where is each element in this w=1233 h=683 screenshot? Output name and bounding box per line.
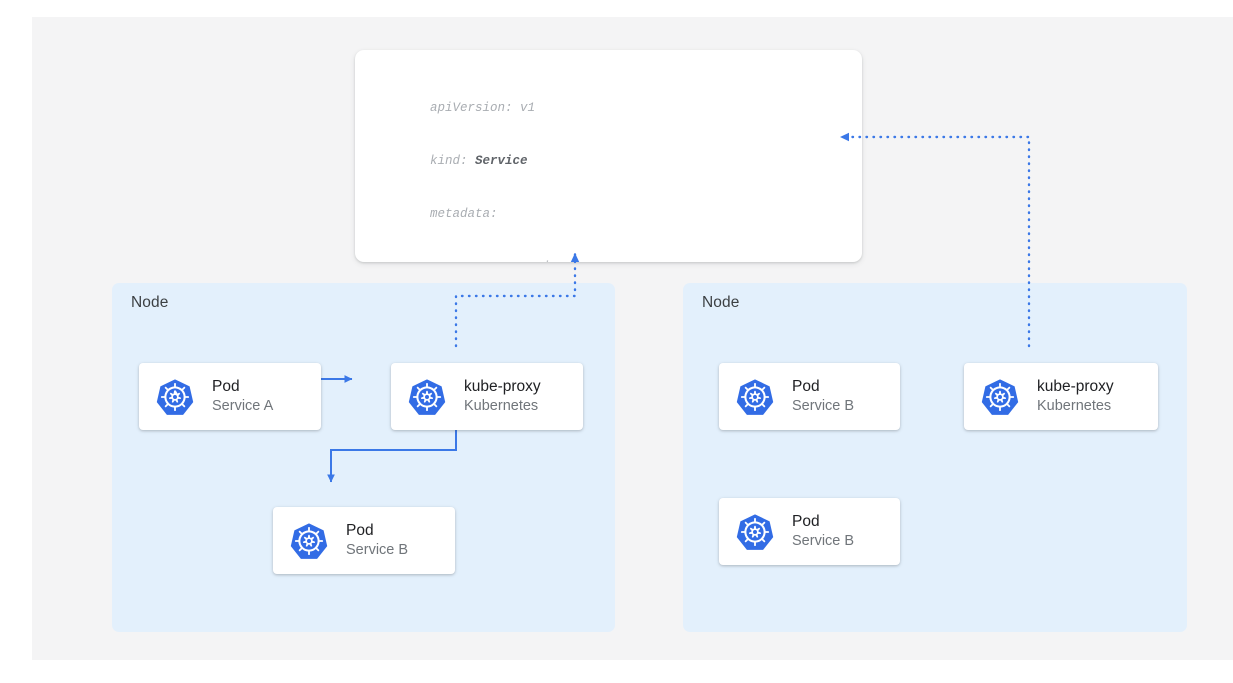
- service-manifest-card: apiVersion: v1 kind: Service metadata: n…: [355, 50, 862, 262]
- card-subtitle: Kubernetes: [1037, 398, 1112, 415]
- card-text: kube-proxy Kubernetes: [464, 377, 541, 415]
- card-title: Pod: [346, 522, 374, 540]
- card-title: Pod: [212, 378, 240, 396]
- yaml-line-kind: kind: Service: [430, 153, 528, 168]
- node-container-left: Node: [112, 283, 615, 632]
- card-pod-service-b-right-bottom[interactable]: Pod Service B: [719, 498, 900, 565]
- card-subtitle: Service A: [212, 398, 274, 415]
- kubernetes-icon: [736, 513, 774, 550]
- card-subtitle: Service B: [792, 398, 855, 415]
- card-pod-service-b-left[interactable]: Pod Service B: [273, 507, 455, 574]
- card-kube-proxy-left[interactable]: kube-proxy Kubernetes: [391, 363, 583, 430]
- yaml-line-apiversion: apiVersion: v1: [430, 101, 536, 116]
- card-title: Pod: [792, 513, 820, 531]
- card-text: Pod Service B: [346, 521, 408, 559]
- yaml-line-name: name: my-service: [430, 259, 738, 262]
- card-pod-service-b-right-top[interactable]: Pod Service B: [719, 363, 900, 430]
- card-subtitle: Service B: [792, 533, 855, 550]
- diagram-canvas: apiVersion: v1 kind: Service metadata: n…: [32, 17, 1233, 660]
- yaml-line-metadata: metadata:: [430, 206, 498, 221]
- card-title: kube-proxy: [1037, 378, 1114, 396]
- node-label-right: Node: [702, 294, 740, 311]
- card-kube-proxy-right[interactable]: kube-proxy Kubernetes: [964, 363, 1158, 430]
- card-text: kube-proxy Kubernetes: [1037, 377, 1114, 415]
- card-title: kube-proxy: [464, 378, 541, 396]
- node-label-left: Node: [131, 294, 169, 311]
- node-container-right: Node: [683, 283, 1187, 632]
- card-text: Pod Service B: [792, 377, 854, 415]
- card-subtitle: Kubernetes: [464, 398, 539, 415]
- kubernetes-icon: [156, 378, 194, 415]
- card-title: Pod: [792, 378, 820, 396]
- card-text: Pod Service B: [792, 512, 854, 550]
- kubernetes-icon: [981, 378, 1019, 415]
- card-text: Pod Service A: [212, 377, 273, 415]
- card-pod-service-a[interactable]: Pod Service A: [139, 363, 321, 430]
- service-manifest-yaml: apiVersion: v1 kind: Service metadata: n…: [430, 65, 738, 262]
- card-subtitle: Service B: [346, 542, 409, 559]
- kubernetes-icon: [736, 378, 774, 415]
- kubernetes-icon: [408, 378, 446, 415]
- kubernetes-icon: [290, 522, 328, 559]
